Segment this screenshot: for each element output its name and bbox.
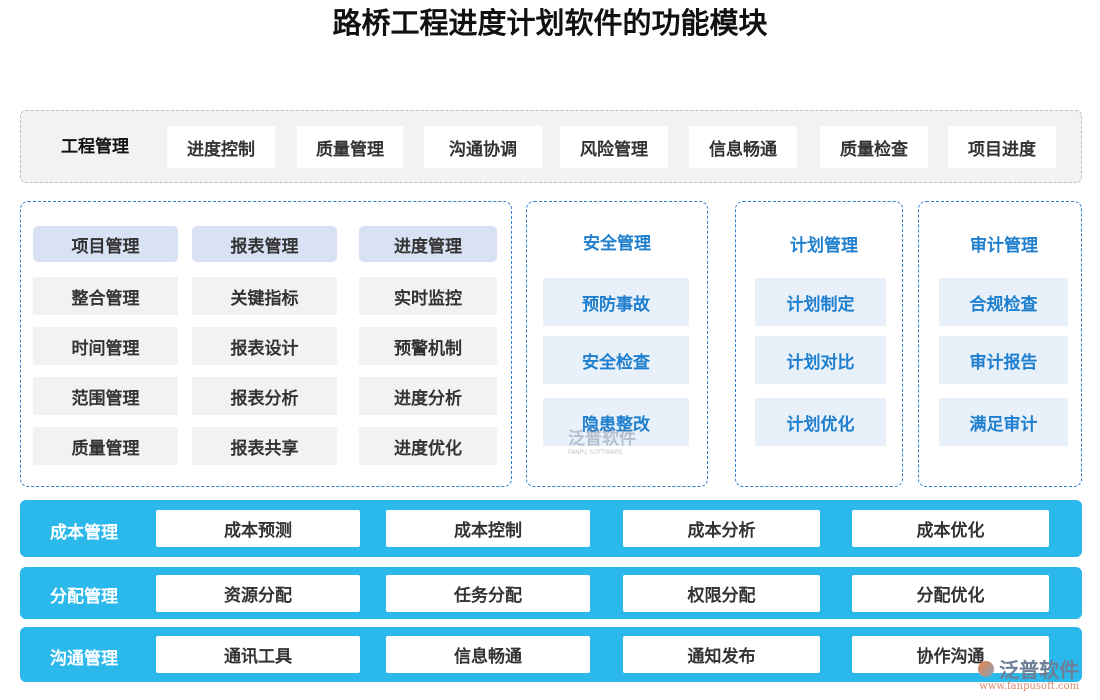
module-item: 预警机制 [359,327,497,365]
module-item: 范围管理 [33,377,178,415]
bar-item: 通讯工具 [156,636,360,673]
module-item: 实时监控 [359,277,497,315]
engineering-item: 质量管理 [297,126,403,168]
engineering-item: 质量检查 [820,126,928,168]
bar-item: 权限分配 [623,574,820,612]
audit-title: 审计管理 [970,235,1038,256]
bar-item: 成本分析 [623,510,820,547]
bar-item: 任务分配 [386,574,590,612]
bar-item: 成本优化 [852,510,1049,547]
plan-title: 计划管理 [790,235,858,256]
bar-label: 成本管理 [50,522,118,543]
plan-item: 计划优化 [755,398,886,446]
safety-title: 安全管理 [583,233,651,254]
logo-icon [978,660,994,677]
left-modules-panel [20,201,512,487]
module-item: 报表共享 [192,427,337,465]
column-header: 项目管理 [33,226,178,262]
bar-item: 成本控制 [386,510,590,547]
bar-item: 通知发布 [623,636,820,673]
engineering-item: 信息畅通 [689,126,797,168]
module-item: 整合管理 [33,277,178,315]
audit-item: 合规检查 [939,278,1068,326]
corner-url: www.fanpusoft.com [979,681,1080,692]
column-header: 进度管理 [359,226,497,262]
module-item: 关键指标 [192,277,337,315]
safety-item: 安全检查 [543,336,689,384]
bar-item: 协作沟通 [852,636,1049,673]
bar-item: 分配优化 [852,574,1049,612]
column-header: 报表管理 [192,226,337,262]
page-title: 路桥工程进度计划软件的功能模块 [332,6,768,40]
watermark-brand: 泛普软件 [568,429,636,449]
module-item: 进度优化 [359,427,497,465]
bar-label: 分配管理 [50,587,118,607]
engineering-label: 工程管理 [61,136,129,157]
plan-item: 计划对比 [755,336,886,384]
bar-item: 成本预测 [156,510,360,547]
corner-brand: 泛普软件 [999,658,1080,682]
module-item: 报表设计 [192,327,337,365]
module-item: 进度分析 [359,377,497,415]
audit-item: 满足审计 [939,398,1068,446]
safety-item: 预防事故 [543,278,689,326]
engineering-item: 风险管理 [560,126,668,168]
bar-item: 信息畅通 [386,636,590,673]
engineering-item: 项目进度 [948,126,1056,168]
plan-item: 计划制定 [755,278,886,326]
module-item: 质量管理 [33,427,178,465]
module-item: 时间管理 [33,327,178,365]
safety-panel [526,201,708,487]
watermark-logo: 泛普软件 FANPU SOFTWARE [568,424,636,456]
engineering-item: 进度控制 [167,126,275,168]
corner-logo: 泛普软件 www.fanpusoft.com [978,654,1079,692]
audit-panel [918,201,1082,487]
module-item: 报表分析 [192,377,337,415]
plan-panel [735,201,903,487]
bar-item: 资源分配 [156,574,360,612]
watermark-sub: FANPU SOFTWARE [568,449,623,456]
engineering-item: 沟通协调 [424,126,542,168]
bar-label: 沟通管理 [50,648,118,669]
safety-item: 隐患整改 [543,398,689,446]
audit-item: 审计报告 [939,336,1068,384]
